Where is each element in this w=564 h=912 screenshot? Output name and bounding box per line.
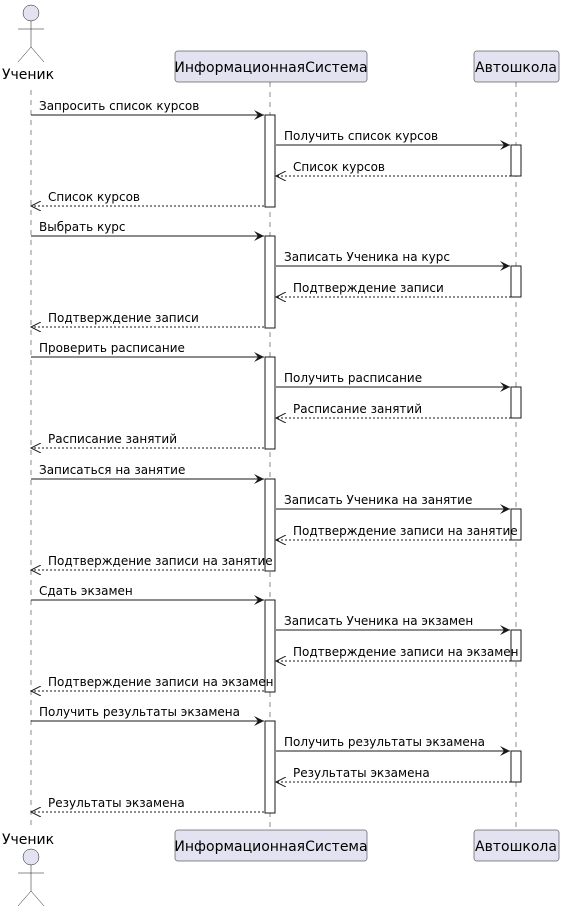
school-activation-bar <box>510 265 522 298</box>
message-label: Запросить список курсов <box>39 99 199 113</box>
system-activation-bar <box>264 720 276 814</box>
system-activation-bar <box>264 235 276 329</box>
participant-school-bottom[interactable]: Автошкола <box>473 829 560 862</box>
message-label: Записать Ученика на занятие <box>284 493 472 507</box>
participant-system-label-top: ИнформационнаяСистема <box>174 60 367 76</box>
actor-stick-figure-icon <box>17 848 45 907</box>
actor-top[interactable]: Ученик <box>2 4 54 83</box>
actor-label-top: Ученик <box>2 67 54 83</box>
message-label: Проверить расписание <box>39 341 185 355</box>
participant-school-label-top: Автошкола <box>475 60 557 76</box>
message-label: Получить результаты экзамена <box>284 735 485 749</box>
message-label: Подтверждение записи на экзамен <box>48 675 274 689</box>
actor-bottom[interactable]: Ученик <box>2 832 54 907</box>
school-activation-bar <box>510 508 522 541</box>
message-label: Результаты экзамена <box>293 766 430 780</box>
participant-system-top[interactable]: ИнформационнаяСистема <box>174 50 368 83</box>
message-label: Записать Ученика на экзамен <box>284 614 473 628</box>
message-label: Подтверждение записи на занятие <box>48 554 273 568</box>
actor-label-bottom: Ученик <box>2 832 54 848</box>
participant-school-top[interactable]: Автошкола <box>473 50 560 83</box>
message-label: Список курсов <box>293 160 385 174</box>
system-activation-bar <box>264 114 276 208</box>
system-activation-bar <box>264 478 276 572</box>
message-label: Записаться на занятие <box>39 463 185 477</box>
system-activation-bar <box>264 356 276 450</box>
school-activation-bar <box>510 750 522 783</box>
message-label: Подтверждение записи на занятие <box>293 524 518 538</box>
message-label: Результаты экзамена <box>48 796 185 810</box>
message-label: Выбрать курс <box>39 220 126 234</box>
message-label: Получить список курсов <box>284 129 438 143</box>
message-label: Записать Ученика на курс <box>284 250 450 264</box>
message-label: Список курсов <box>48 190 140 204</box>
message-label: Расписание занятий <box>48 432 177 446</box>
actor-stick-figure-icon <box>17 4 45 63</box>
school-activation-bar <box>510 386 522 419</box>
school-activation-bar <box>510 144 522 177</box>
message-label: Расписание занятий <box>293 402 422 416</box>
message-label: Подтверждение записи <box>48 311 199 325</box>
message-label: Получить расписание <box>284 371 422 385</box>
message-label: Подтверждение записи <box>293 281 444 295</box>
participant-school-label-bottom: Автошкола <box>475 839 557 855</box>
message-label: Получить результаты экзамена <box>39 705 240 719</box>
message-label: Подтверждение записи на экзамен <box>293 645 519 659</box>
participant-system-bottom[interactable]: ИнформационнаяСистема <box>174 829 368 862</box>
message-label: Сдать экзамен <box>39 584 133 598</box>
school-activation-bar <box>510 629 522 662</box>
activation-bars <box>264 114 522 814</box>
system-activation-bar <box>264 599 276 693</box>
participant-system-label-bottom: ИнформационнаяСистема <box>174 839 367 855</box>
